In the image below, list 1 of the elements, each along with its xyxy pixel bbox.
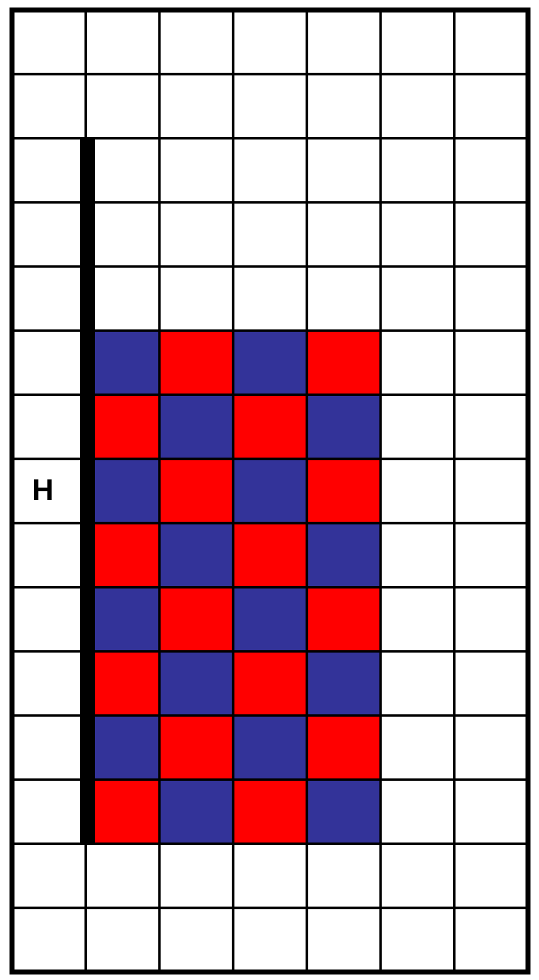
height-label: H xyxy=(32,476,54,506)
